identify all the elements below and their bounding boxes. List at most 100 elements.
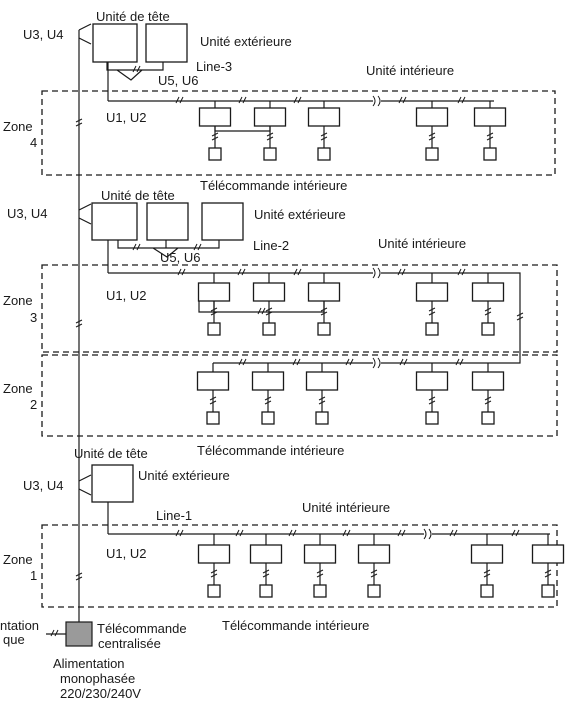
- indoor-unit: [470, 544, 504, 564]
- power-supply-label: Alimentation: [53, 656, 125, 671]
- central-remote: [65, 621, 93, 647]
- u5u6-label: U5, U6: [158, 73, 198, 88]
- line2-label: Line-2: [253, 238, 289, 253]
- power-supply-label: 220/230/240V: [60, 686, 141, 701]
- line1-label: Line-1: [156, 508, 192, 523]
- wire-marker: [318, 396, 326, 405]
- wire-marker: [370, 569, 378, 578]
- indoor-unit: [471, 371, 505, 391]
- outdoor-head-unit: [91, 202, 138, 241]
- wire-marker: [484, 396, 492, 405]
- indoor-unit-group: [305, 371, 339, 425]
- outdoor-unit-label: Unité extérieure: [254, 207, 346, 222]
- indoor-unit-group: [197, 544, 231, 598]
- indoor-remote: [480, 584, 494, 598]
- u5u6-label: U5, U6: [160, 250, 200, 265]
- outdoor-head-label: Unité de tête: [96, 9, 170, 24]
- zone-3-boundary: [41, 264, 558, 353]
- indoor-remote: [425, 411, 439, 425]
- indoor-unit-group: [249, 544, 283, 598]
- indoor-unit: [198, 107, 232, 127]
- indoor-remote: [206, 411, 220, 425]
- wire-marker: [486, 132, 494, 141]
- indoor-unit-group: [198, 107, 232, 161]
- indoor-unit: [305, 371, 339, 391]
- zone-number: 2: [30, 397, 37, 412]
- zone4-wiring: [108, 95, 494, 132]
- indoor-unit: [471, 282, 505, 302]
- indoor-unit-group: [251, 371, 285, 425]
- wire-marker: [428, 396, 436, 405]
- u3u4-label: U3, U4: [7, 206, 47, 221]
- indoor-unit-group: [473, 107, 507, 161]
- indoor-unit: [197, 282, 231, 302]
- wire-marker: [544, 569, 552, 578]
- indoor-remote: [313, 584, 327, 598]
- indoor-unit: [253, 107, 287, 127]
- zone-1-boundary: [41, 524, 558, 608]
- wire-marker: [262, 569, 270, 578]
- indoor-unit: [415, 371, 449, 391]
- indoor-unit-group: [471, 282, 505, 336]
- indoor-unit-group: [307, 282, 341, 336]
- indoor-remote: [481, 411, 495, 425]
- indoor-remote: [317, 147, 331, 161]
- zone-label: Zone: [3, 381, 33, 396]
- indoor-unit: [196, 371, 230, 391]
- indoor-unit-group: [357, 544, 391, 598]
- indoor-unit-group: [415, 107, 449, 161]
- indoor-unit: [303, 544, 337, 564]
- indoor-unit: [415, 282, 449, 302]
- indoor-remote: [481, 322, 495, 336]
- zone-number: 3: [30, 310, 37, 325]
- indoor-unit-group: [531, 544, 565, 598]
- indoor-remote: [262, 322, 276, 336]
- wire-marker: [265, 307, 273, 316]
- indoor-remote: [367, 584, 381, 598]
- indoor-unit: [531, 544, 565, 564]
- outdoor-unit: [201, 202, 244, 241]
- indoor-remote: [425, 322, 439, 336]
- indoor-unit: [307, 282, 341, 302]
- zone-label: Zone: [3, 119, 33, 134]
- indoor-remote: [263, 147, 277, 161]
- wire-marker: [320, 307, 328, 316]
- wire-marker: [266, 132, 274, 141]
- indoor-unit: [415, 107, 449, 127]
- indoor-units: [196, 107, 565, 598]
- wire-marker: [210, 569, 218, 578]
- indoor-unit: [307, 107, 341, 127]
- u1u2-label: U1, U2: [106, 110, 146, 125]
- indoor-unit-group: [415, 282, 449, 336]
- indoor-unit: [473, 107, 507, 127]
- indoor-unit-group: [196, 371, 230, 425]
- indoor-unit-group: [252, 282, 286, 336]
- indoor-unit: [357, 544, 391, 564]
- indoor-unit-label: Unité intérieure: [378, 236, 466, 251]
- indoor-remote: [259, 584, 273, 598]
- indoor-unit-group: [307, 107, 341, 161]
- indoor-unit-group: [303, 544, 337, 598]
- zone-label: Zone: [3, 293, 33, 308]
- indoor-remote: [207, 584, 221, 598]
- u3u4-label: U3, U4: [23, 27, 63, 42]
- wire-marker: [209, 396, 217, 405]
- indoor-unit: [197, 544, 231, 564]
- indoor-remote: [261, 411, 275, 425]
- indoor-remote: [208, 147, 222, 161]
- u1u2-label: U1, U2: [106, 546, 146, 561]
- power-supply: [46, 629, 66, 637]
- wire-marker: [483, 569, 491, 578]
- outdoor-group-line2: [91, 202, 244, 273]
- outdoor-group-line1: [91, 464, 134, 534]
- indoor-unit: [249, 544, 283, 564]
- indoor-remote: [541, 584, 555, 598]
- zone-number: 4: [30, 135, 37, 150]
- indoor-unit-group: [197, 282, 231, 336]
- outdoor-head-label: Unité de tête: [74, 446, 148, 461]
- indoor-unit-label: Unité intérieure: [302, 500, 390, 515]
- outdoor-head-unit: [91, 464, 134, 503]
- central-remote-label: centralisée: [98, 636, 161, 651]
- outdoor-group-line3: [92, 23, 188, 101]
